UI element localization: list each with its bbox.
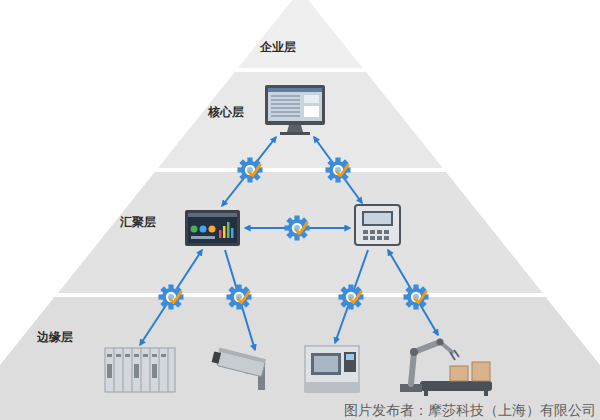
layer-label: 边缘层 — [37, 330, 73, 344]
robot-conveyor — [400, 339, 492, 397]
layer-band — [238, 0, 363, 68]
plc-cabinet — [105, 348, 175, 392]
layer-shape — [238, 0, 363, 68]
layer-label: 汇聚层 — [120, 215, 156, 229]
downlink-arrows — [140, 250, 438, 350]
layer-label: 核心层 — [208, 105, 244, 119]
layer-shape — [0, 297, 600, 420]
layer-band — [0, 297, 600, 420]
pyramid-layer: 企业层 — [238, 0, 363, 68]
pyramid-layer: 边缘层 — [0, 297, 600, 420]
gear-icons — [159, 158, 429, 310]
layer-band — [158, 72, 443, 168]
cnc-machine — [305, 346, 359, 392]
link-arrows — [222, 137, 362, 228]
core-monitor — [265, 85, 325, 135]
layer-label: 企业层 — [260, 40, 296, 54]
security-camera — [211, 347, 266, 390]
operator-panel — [355, 205, 400, 245]
hmi-panel — [185, 210, 240, 246]
watermark: 图片发布者：摩莎科技（上海）有限公司 — [344, 402, 596, 418]
layer-band — [58, 172, 543, 293]
